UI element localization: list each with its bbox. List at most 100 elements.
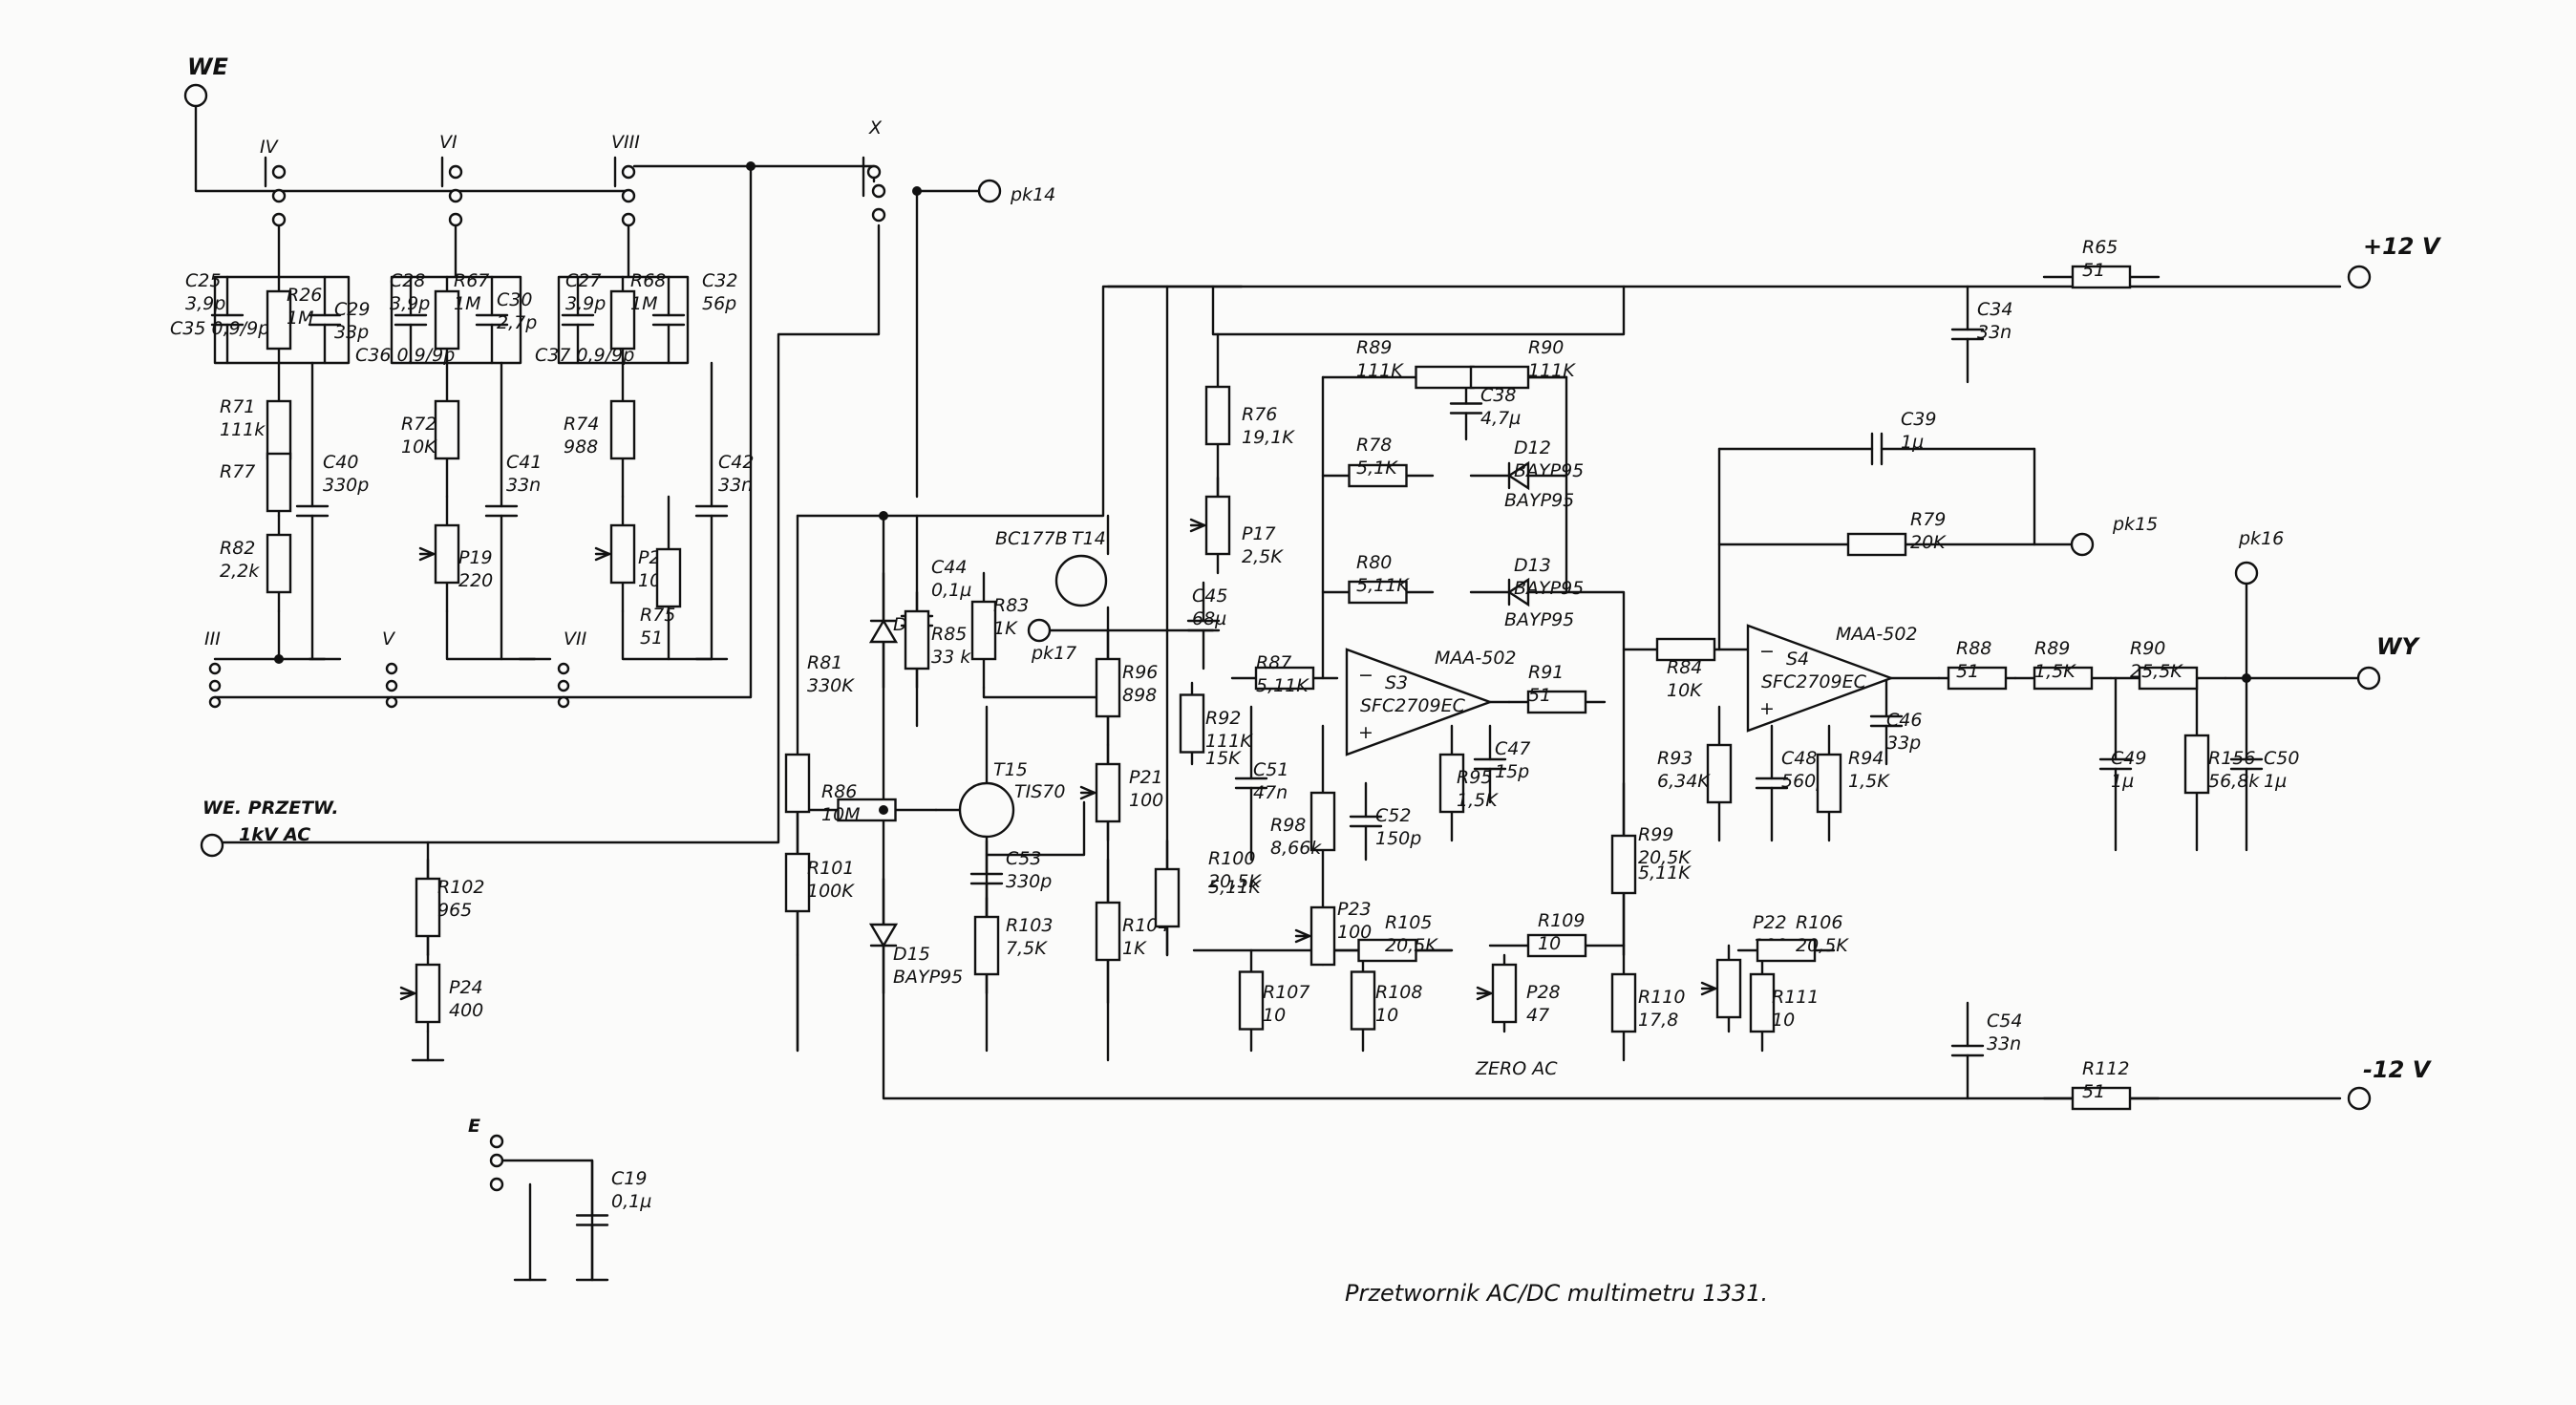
r98-value: 8,66k (1270, 838, 1322, 859)
r99-name: R99 (1638, 824, 1673, 845)
resistor-R77 (266, 452, 292, 513)
c53-value: 330p (1006, 871, 1052, 892)
r102-value: 965 (437, 900, 472, 921)
switch-contact-III (208, 679, 222, 692)
r90a-name: R90 (1528, 337, 1564, 358)
r89-name: R89 (1356, 337, 1392, 358)
r67-name: R67 (454, 270, 489, 291)
switch-contact-V (385, 662, 398, 675)
resistor-R101 (784, 852, 811, 913)
c29-name: C29 (334, 299, 370, 320)
resistor-R100 (1154, 867, 1181, 928)
resistor-R90a (1469, 365, 1530, 390)
c45-name: C45 (1192, 585, 1227, 607)
r78-name: R78 (1356, 435, 1392, 456)
c27-value: 3,9p (565, 293, 606, 314)
wire (194, 104, 281, 193)
r77-name: R77 (220, 461, 255, 482)
switch-contact-VII (557, 695, 570, 709)
r107-name: R107 (1263, 982, 1309, 1003)
r91-name: R91 (1528, 662, 1564, 683)
c41-value: 33n (506, 475, 541, 496)
r71-value: 111k (220, 419, 266, 440)
resistor-R95 (1438, 753, 1465, 814)
resistor-R111 (1749, 972, 1776, 1033)
resistor-R106 (1756, 938, 1817, 963)
c25-value: 3,9p (185, 293, 225, 314)
resistor-R110 (1610, 972, 1637, 1033)
pk14-terminal (977, 179, 1002, 203)
c49-name: C49 (2111, 748, 2146, 769)
u54-part: SFC2709EC (1761, 671, 1867, 692)
switch-contact-E (489, 1134, 504, 1149)
r93-value: 6,34K (1657, 771, 1711, 792)
r103-name: R103 (1006, 915, 1053, 936)
r105-value: 20,5K (1385, 935, 1438, 956)
switch-X-label: X (868, 117, 883, 138)
r99-value: 20,5K (1638, 847, 1692, 868)
c28-name: C28 (390, 270, 425, 291)
resistor-R112 (2071, 1086, 2132, 1111)
diode-D14 (868, 618, 899, 644)
c39-name: C39 (1901, 409, 1936, 430)
c27-name: C27 (565, 270, 601, 291)
converter-input-label: WE. PRZETW. (202, 798, 339, 819)
u53-part: SFC2709EC (1360, 695, 1466, 716)
resistor-R98 (1309, 791, 1336, 852)
pk16-label: pk16 (2238, 528, 2284, 549)
c32-value: 56p (702, 293, 736, 314)
wire (621, 609, 713, 661)
pot-wiper (399, 986, 416, 1001)
r106-name: R106 (1796, 912, 1842, 933)
switch-VI-label: VI (439, 132, 458, 153)
resistor-R76 (1204, 385, 1231, 446)
c45-value: 68µ (1192, 608, 1226, 629)
resistor-P17 (1204, 495, 1231, 556)
resistor-R84 (1655, 637, 1716, 662)
c40-name: C40 (323, 452, 358, 473)
wire (882, 514, 2103, 1100)
r93-name: R93 (1657, 748, 1692, 769)
c54-name: C54 (1987, 1011, 2022, 1032)
junction-dot (879, 805, 888, 815)
r95-name: R95 (1457, 767, 1492, 788)
junction-dot (879, 511, 888, 521)
switch-contact-VI (448, 212, 463, 227)
wire (277, 609, 327, 661)
resistor-R87 (1254, 666, 1315, 691)
c29-value: 33p (334, 322, 369, 343)
r88-name: R88 (1956, 638, 1991, 659)
switch-contact-VIII (621, 164, 636, 180)
p19-name: P19 (458, 547, 493, 568)
r107-value: 10 (1263, 1005, 1286, 1026)
r104-value: 1K (1122, 938, 1147, 959)
drawing-title: Przetwornik AC/DC multimetru 1331. (1345, 1280, 1768, 1307)
wire (390, 275, 522, 365)
switch-contact-X (871, 183, 886, 199)
labels: WE WE. PRZETW. 1kV AC WY +12 V -12 V pk1… (187, 53, 2442, 1307)
wire (220, 224, 881, 844)
transistor-T14 (1054, 554, 1108, 607)
wire (982, 686, 1110, 699)
resistor-R94 (1816, 753, 1842, 814)
pot-wiper (594, 546, 611, 562)
r94-name: R94 (1848, 748, 1884, 769)
r86-value: 10M (821, 804, 861, 825)
r99-value2: 5,11K (1638, 862, 1692, 883)
opamp-U53 (1345, 648, 1494, 756)
resistor-R93 (1706, 743, 1733, 804)
r100-value: 20,5K (1208, 871, 1262, 892)
r110-value: 17,8 (1638, 1010, 1678, 1031)
r156-value: 56,8k (2208, 771, 2260, 792)
d13-value: BAYP95 (1514, 578, 1584, 599)
resistor-R72 (434, 399, 460, 460)
r26-name: R26 (287, 285, 322, 306)
r95-value: 1,5K (1457, 790, 1499, 811)
r90-value: 25,5K (2130, 661, 2183, 682)
r81-name: R81 (807, 652, 842, 673)
switch-contact-E (489, 1153, 504, 1168)
opamp-minus: − (1759, 641, 1775, 662)
c40-value: 330p (323, 475, 369, 496)
u54-type: MAA-502 (1836, 624, 1918, 645)
r110-name: R110 (1638, 987, 1685, 1008)
